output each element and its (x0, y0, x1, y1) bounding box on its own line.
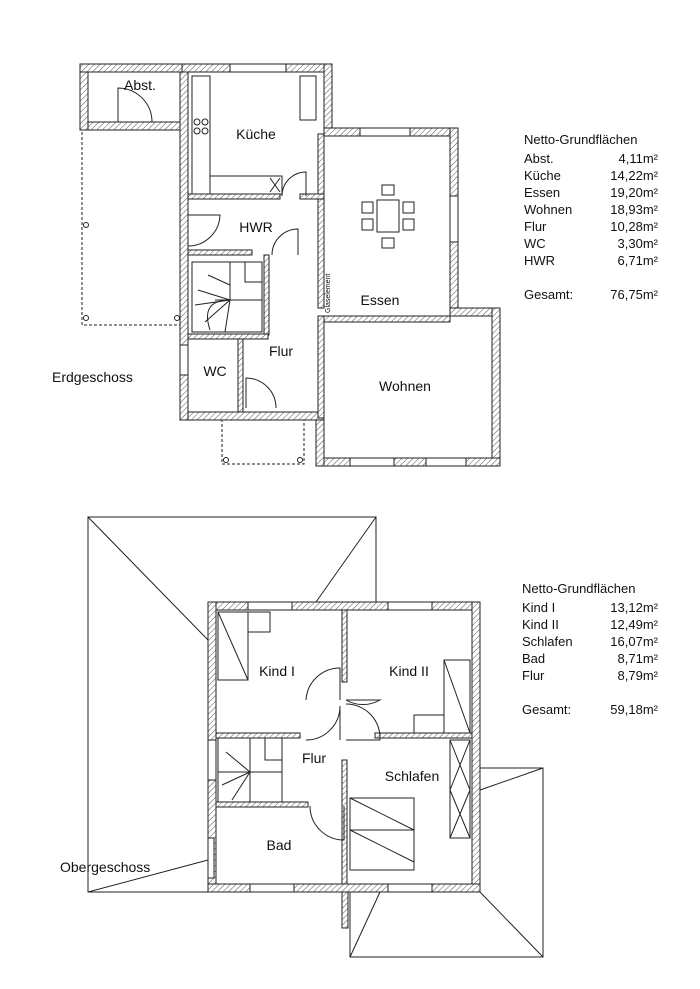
room-label-kind2: Kind II (389, 663, 429, 679)
room-label-abst: Abst. (124, 77, 156, 93)
area-row: Abst.4,11m² (524, 151, 658, 166)
wc-door (245, 377, 277, 409)
room-label-kueche: Küche (236, 126, 276, 142)
room-label-essen: Essen (361, 292, 400, 308)
kitchen-counter (191, 75, 317, 195)
room-label-schlafen: Schlafen (385, 768, 439, 784)
room-label-hwr: HWR (239, 219, 272, 235)
area-total-ground: Gesamt:76,75m² (524, 287, 658, 302)
ground-floor-plan (79, 63, 501, 467)
room-label-flur-og: Flur (302, 750, 326, 766)
closet-kind1 (217, 611, 271, 681)
area-table-ground-title: Netto-Grundflächen (524, 132, 638, 147)
room-label-wc: WC (203, 363, 226, 379)
room-label-kind1: Kind I (259, 663, 295, 679)
floor-label-erdgeschoss: Erdgeschoss (52, 369, 133, 385)
upper-exterior-walls (207, 601, 481, 929)
upper-windows (207, 601, 433, 893)
carport-outline (81, 129, 183, 326)
kitchen-door (281, 171, 307, 197)
glaselement-label: Glaselement (325, 274, 332, 313)
ground-windows (179, 63, 467, 467)
upper-floor-plan (87, 516, 544, 958)
closet-kind2 (413, 659, 471, 734)
ground-exterior-walls (79, 63, 501, 467)
room-label-bad: Bad (267, 837, 292, 853)
room-label-flur-eg: Flur (269, 343, 293, 359)
upper-door-swings (305, 667, 382, 841)
closet-schlafen (449, 739, 471, 839)
entrance-porch (221, 419, 305, 465)
dining-table (361, 184, 415, 249)
floor-label-obergeschoss: Obergeschoss (60, 859, 151, 875)
hwr-flur-door (271, 228, 299, 256)
area-table-upper-title: Netto-Grundflächen (522, 581, 636, 596)
area-total-upper: Gesamt:59,18m² (522, 702, 658, 717)
ground-stairs (191, 261, 263, 333)
hwr-door (187, 214, 221, 247)
abst-door (117, 87, 153, 123)
upper-stairs (217, 737, 283, 803)
bed (349, 797, 415, 871)
room-label-wohnen: Wohnen (379, 378, 431, 394)
